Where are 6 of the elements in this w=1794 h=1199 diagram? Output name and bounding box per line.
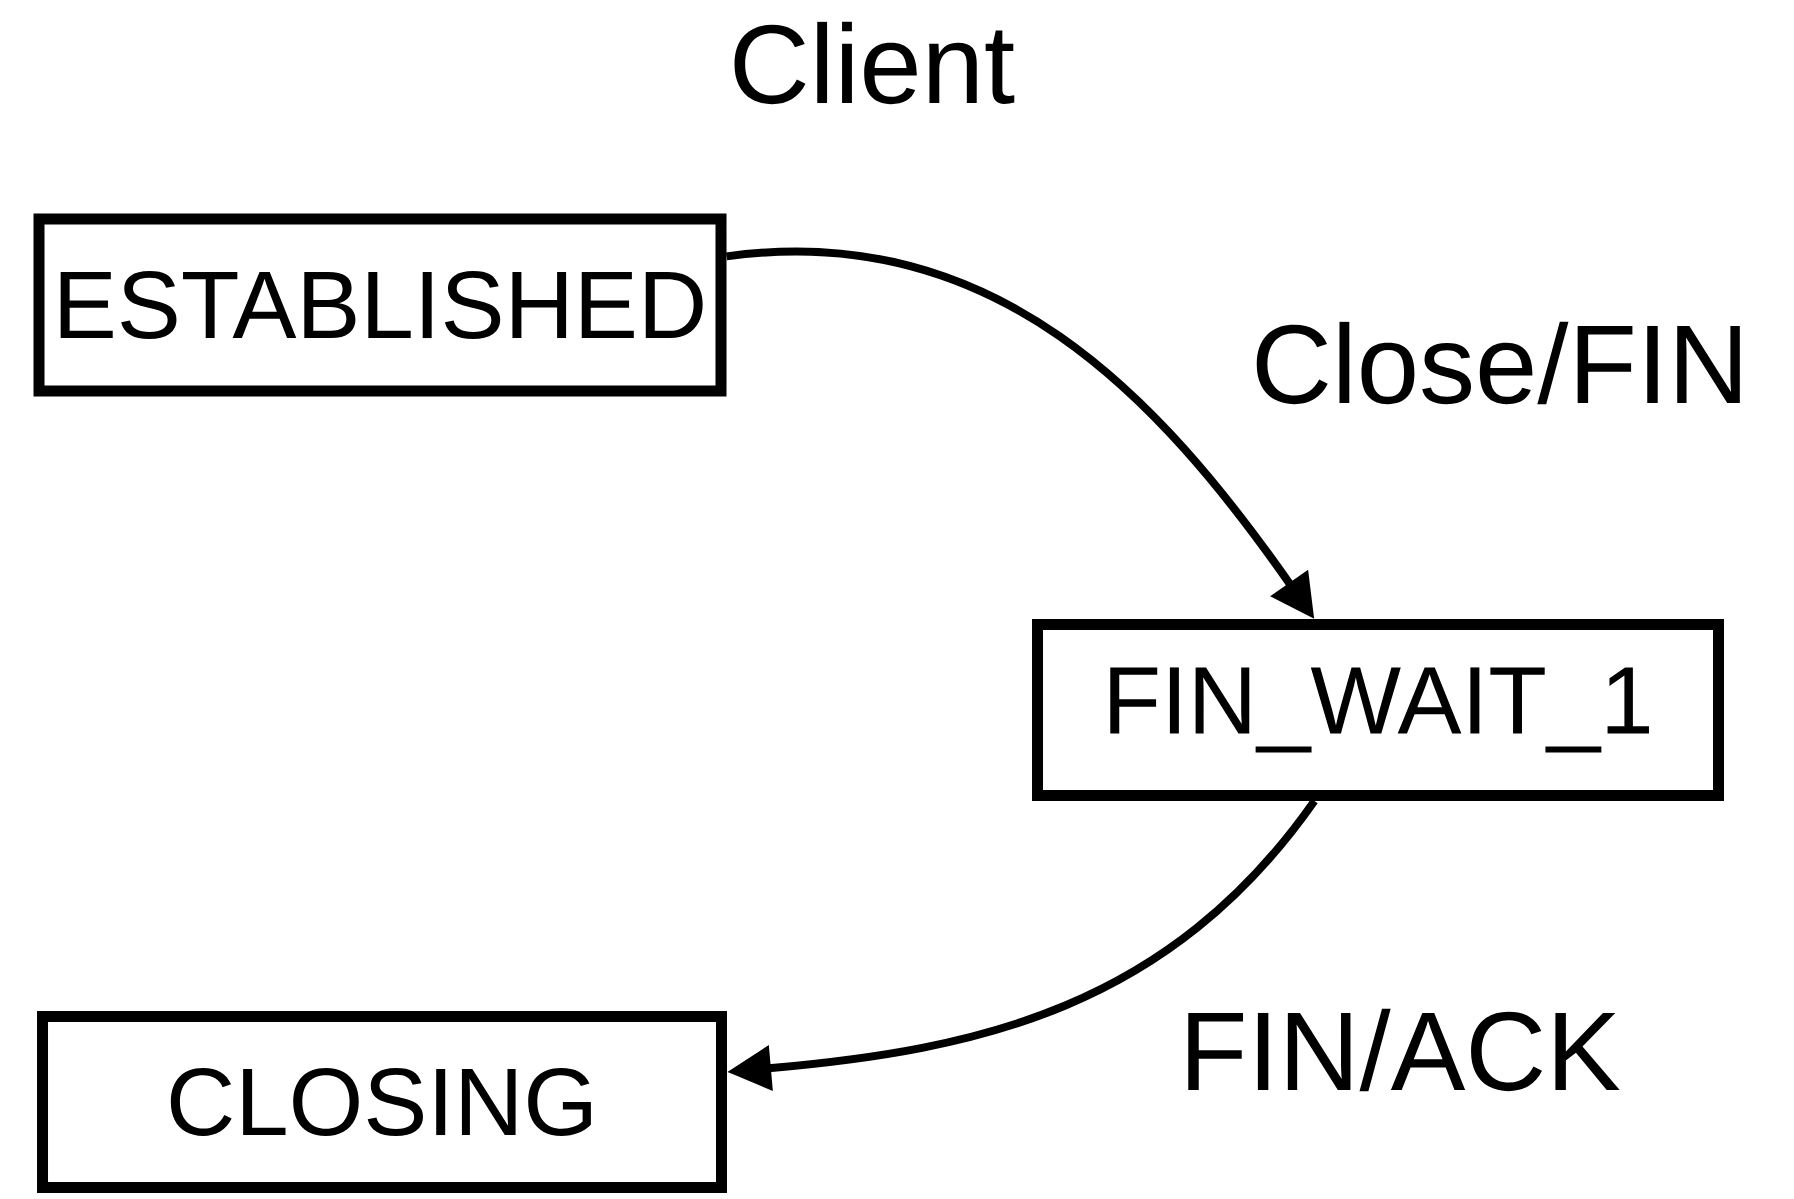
state-box: ESTABLISHED xyxy=(33,213,727,397)
edge-label: FIN/ACK xyxy=(1175,1004,1625,1096)
state-box: FIN_WAIT_1 xyxy=(1032,619,1724,801)
edge-label: Close/FIN xyxy=(1247,317,1753,409)
state-box: CLOSING xyxy=(37,1011,727,1193)
title: Client xyxy=(734,21,1015,105)
